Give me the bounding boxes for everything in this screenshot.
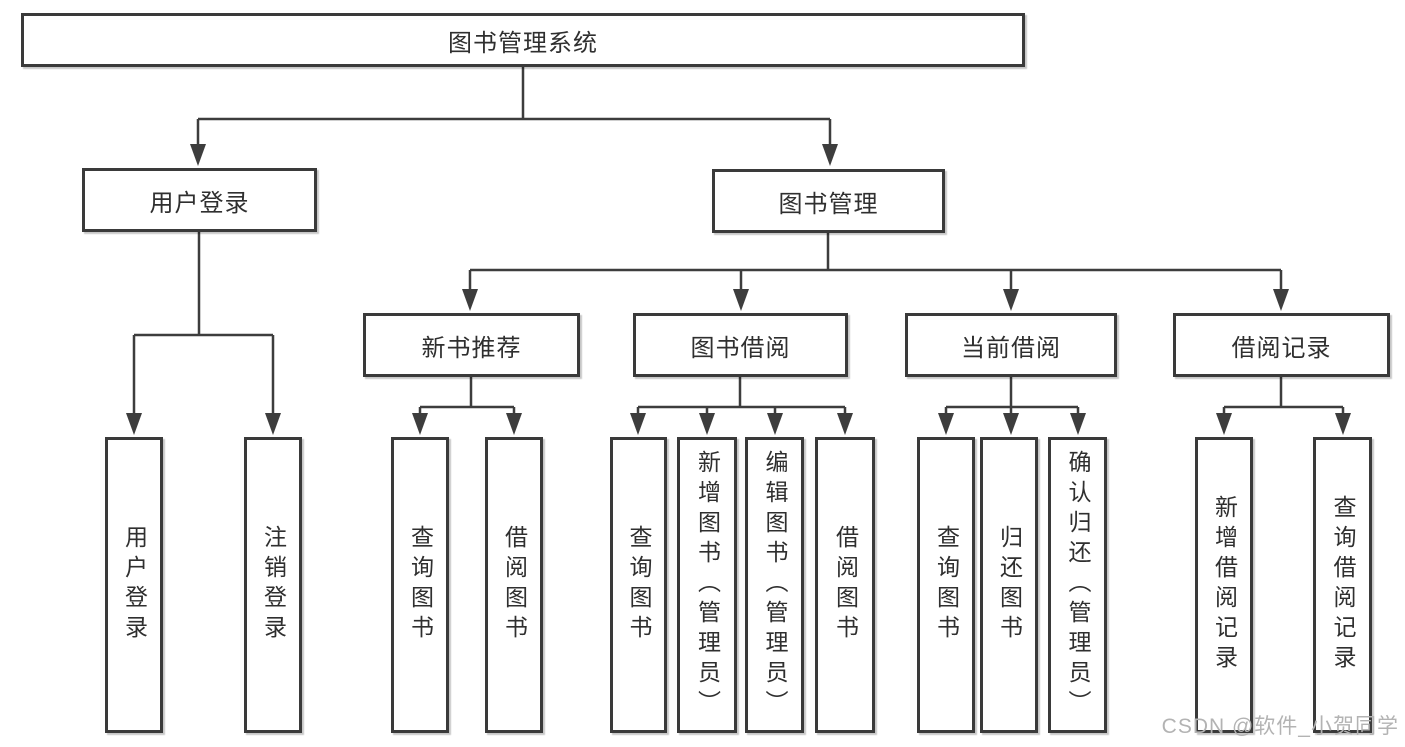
- leaf-borrow-books-recommend: 借阅图书: [485, 437, 543, 733]
- leaf-add-book-admin: 新增图书（管理员）: [677, 437, 737, 733]
- node-library-management-system: 图书管理系统: [21, 13, 1025, 67]
- leaf-query-borrow-record: 查询借阅记录: [1313, 437, 1372, 733]
- node-label: 新书推荐: [421, 334, 522, 362]
- node-book-management-branch: 图书管理: [712, 169, 945, 233]
- node-label: 图书管理: [778, 190, 879, 218]
- leaf-logout: 注销登录: [244, 437, 302, 733]
- leaf-edit-book-admin: 编辑图书（管理员）: [745, 437, 804, 733]
- leaf-query-books-borrowing: 查询图书: [610, 437, 667, 733]
- node-label: 图书管理系统: [448, 29, 598, 57]
- node-borrowing-records: 借阅记录: [1173, 313, 1390, 377]
- node-label: 用户登录: [149, 189, 250, 217]
- node-book-borrowing: 图书借阅: [633, 313, 848, 377]
- leaf-return-book: 归还图书: [980, 437, 1038, 733]
- arrowheads: [126, 144, 1351, 435]
- leaf-add-borrow-record: 新增借阅记录: [1195, 437, 1253, 733]
- leaf-query-books-current: 查询图书: [917, 437, 975, 733]
- leaf-borrow-books-borrowing: 借阅图书: [815, 437, 875, 733]
- node-user-login-branch: 用户登录: [82, 168, 317, 232]
- leaf-user-login: 用户登录: [105, 437, 163, 733]
- node-label: 借阅记录: [1231, 334, 1332, 362]
- leaf-query-books-recommend: 查询图书: [391, 437, 449, 733]
- node-label: 图书借阅: [690, 334, 791, 362]
- node-current-borrowing: 当前借阅: [905, 313, 1117, 377]
- node-label: 当前借阅: [961, 334, 1061, 362]
- leaf-confirm-return-admin: 确认归还（管理员）: [1048, 437, 1107, 733]
- csdn-watermark: CSDN @软件_小贺同学: [1161, 715, 1399, 738]
- node-new-book-recommendation: 新书推荐: [363, 313, 580, 377]
